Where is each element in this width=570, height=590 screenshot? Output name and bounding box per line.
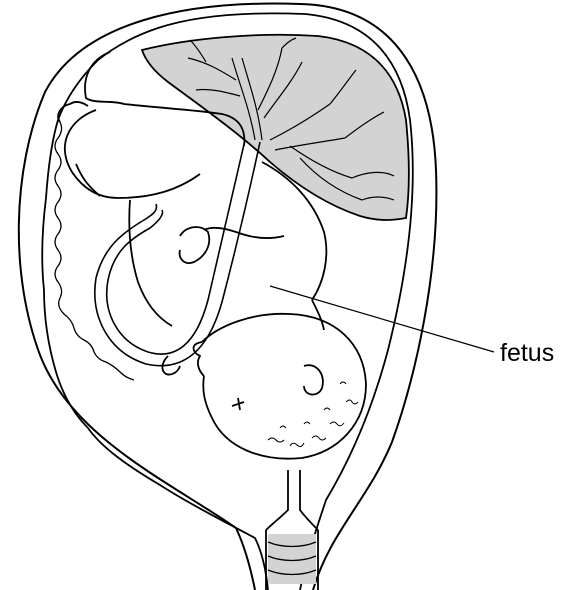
umbilical-cord (95, 140, 260, 366)
fetus-leader-line (270, 286, 494, 352)
placenta (142, 35, 409, 220)
fetus-label: fetus (500, 339, 554, 367)
